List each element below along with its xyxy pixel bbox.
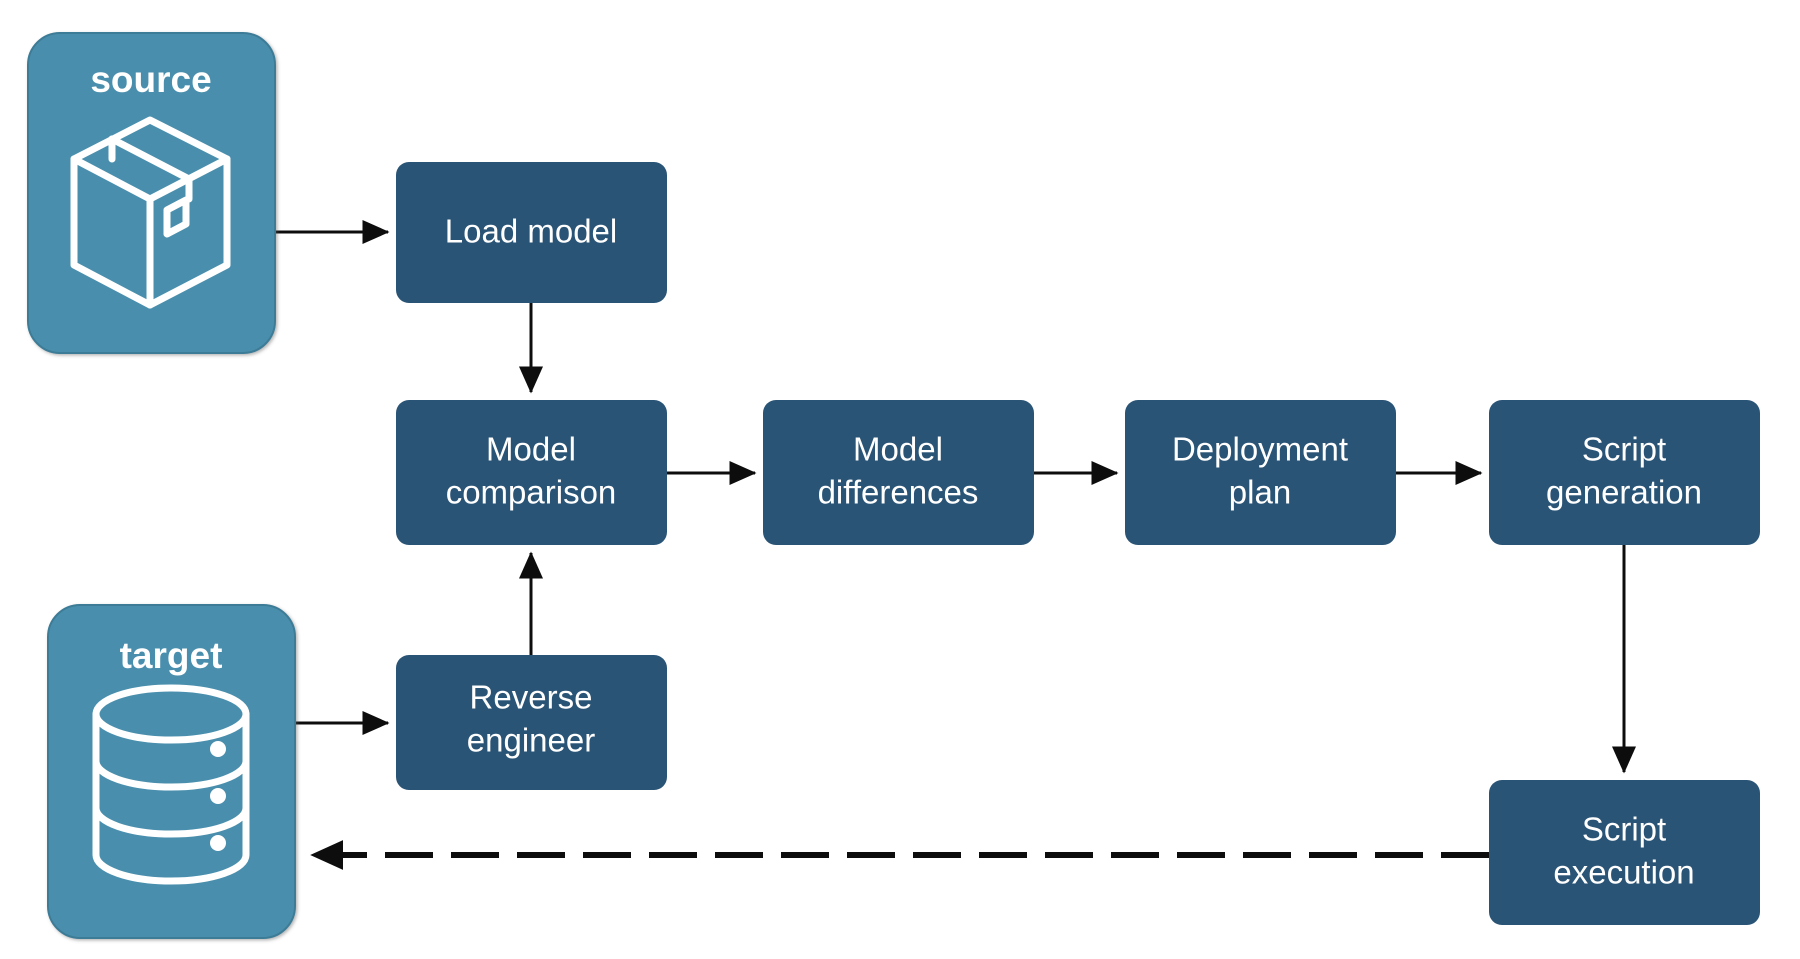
deployment-plan-label-line-1: Deployment	[1172, 431, 1348, 468]
script-generation-label-line-1: Script	[1582, 431, 1666, 468]
database-cylinder-icon	[92, 684, 250, 885]
package-box-icon	[70, 116, 231, 309]
source-label: source	[90, 59, 211, 100]
reverse-engineer-shape	[396, 655, 667, 790]
script-execution-shape	[1489, 780, 1760, 925]
script-generation-label-line-2: generation	[1546, 474, 1702, 511]
model-differences-label-line-1: Model	[853, 431, 943, 468]
target-node-shape	[47, 604, 296, 939]
target-label: target	[120, 635, 223, 676]
process-deployment-plan[interactable]: Deployment plan	[1125, 400, 1396, 545]
deployment-plan-label-line-2: plan	[1229, 474, 1291, 511]
process-script-execution[interactable]: Script execution	[1489, 780, 1760, 925]
model-comparison-label-line-2: comparison	[446, 474, 617, 511]
endpoint-source[interactable]: source	[27, 32, 276, 354]
load-model-label-line-1: Load model	[445, 213, 617, 250]
reverse-engineer-label-line-1: Reverse	[470, 679, 593, 716]
script-execution-label-line-1: Script	[1582, 811, 1666, 848]
connections-layer	[275, 220, 1636, 870]
process-reverse-engineer[interactable]: Reverse engineer	[396, 655, 667, 790]
process-model-differences[interactable]: Model differences	[763, 400, 1034, 545]
model-differences-shape	[763, 400, 1034, 545]
model-comparison-label-line-1: Model	[486, 431, 576, 468]
script-execution-label-line-2: execution	[1553, 854, 1694, 891]
process-model-comparison[interactable]: Model comparison	[396, 400, 667, 545]
endpoint-target[interactable]: target	[47, 604, 296, 939]
process-load-model[interactable]: Load model	[396, 162, 667, 303]
script-generation-shape	[1489, 400, 1760, 545]
deployment-plan-shape	[1125, 400, 1396, 545]
model-differences-label-line-2: differences	[818, 474, 979, 511]
load-model-shape	[396, 162, 667, 303]
process-script-generation[interactable]: Script generation	[1489, 400, 1760, 545]
model-comparison-shape	[396, 400, 667, 545]
reverse-engineer-label-line-2: engineer	[467, 722, 595, 759]
